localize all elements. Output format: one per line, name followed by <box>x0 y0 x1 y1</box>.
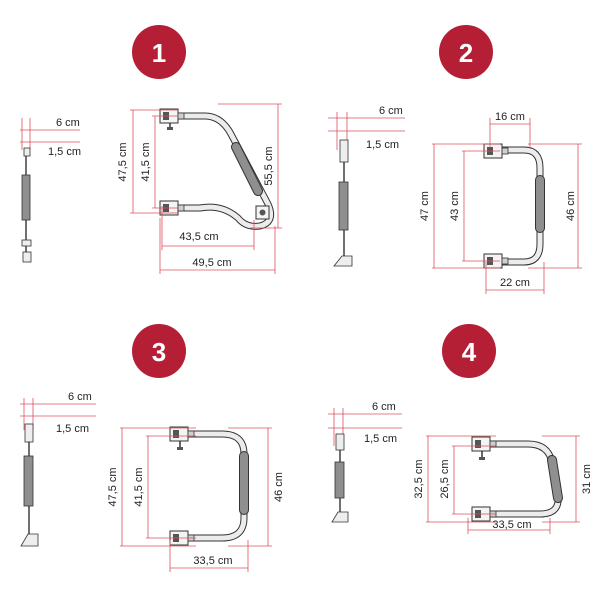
badge-number: 1 <box>152 38 166 68</box>
side-width-label: 6 cm <box>56 117 80 129</box>
badge-3: 3 <box>132 324 186 378</box>
badge-number: 3 <box>152 337 166 367</box>
width-outer-label: 49,5 cm <box>192 257 231 269</box>
badge-4: 4 <box>442 324 496 378</box>
width-inner-label: 43,5 cm <box>179 231 218 243</box>
side-view-2: 6 cm 1,5 cm <box>328 105 405 267</box>
side-width-label: 6 cm <box>372 401 396 413</box>
width-bottom-label: 33,5 cm <box>492 519 531 531</box>
badge-2: 2 <box>439 25 493 79</box>
height-right-label: 46 cm <box>273 472 285 502</box>
height-right-label: 31 cm <box>581 464 593 494</box>
side-offset-label: 1,5 cm <box>56 423 89 435</box>
height-outer-label: 47 cm <box>419 191 431 221</box>
side-offset-label: 1,5 cm <box>366 139 399 151</box>
height-outer-label: 47,5 cm <box>107 467 119 506</box>
side-offset-label: 1,5 cm <box>48 146 81 158</box>
height-inner-label: 41,5 cm <box>140 142 152 181</box>
side-offset-label: 1,5 cm <box>364 433 397 445</box>
width-bottom-label: 22 cm <box>500 277 530 289</box>
height-inner-label: 26,5 cm <box>439 459 451 498</box>
panel-3: 3 6 cm 1,5 cm <box>20 324 285 572</box>
side-view-3: 6 cm 1,5 cm <box>20 391 96 547</box>
side-width-label: 6 cm <box>68 391 92 403</box>
badge-circle <box>132 25 186 79</box>
panel-2: 2 6 cm 1,5 cm <box>328 25 582 294</box>
width-top-label: 16 cm <box>495 111 525 123</box>
height-outer-label: 47,5 cm <box>117 142 129 181</box>
badge-circle <box>439 25 493 79</box>
badge-number: 2 <box>459 38 473 68</box>
height-inner-label: 41,5 cm <box>133 467 145 506</box>
badge-circle <box>442 324 496 378</box>
side-view-1: 6 cm 1,5 cm <box>20 117 81 263</box>
side-width-label: 6 cm <box>379 105 403 117</box>
badge-circle <box>132 324 186 378</box>
side-view-4: 6 cm 1,5 cm <box>328 401 402 523</box>
height-inner-label: 43 cm <box>449 191 461 221</box>
width-bottom-label: 33,5 cm <box>193 555 232 567</box>
panel-4: 4 6 cm 1,5 cm <box>328 324 593 534</box>
height-right-label: 46 cm <box>565 191 577 221</box>
badge-1: 1 <box>132 25 186 79</box>
front-view-3: 47,5 cm 41,5 cm 46 cm 33,5 cm <box>107 426 285 572</box>
front-view-2: 16 cm 47 cm 43 cm 46 cm 22 cm <box>419 111 582 294</box>
front-view-4: 32,5 cm 26,5 cm 31 cm 33,5 cm <box>413 435 593 534</box>
badge-number: 4 <box>462 337 477 367</box>
front-view-1: 47,5 cm 41,5 cm 55,5 cm 43,5 cm 49,5 cm <box>117 103 282 274</box>
panel-1: 1 6 cm 1,5 cm <box>20 25 282 274</box>
height-outer-label: 32,5 cm <box>413 459 425 498</box>
height-right-label: 55,5 cm <box>263 146 275 185</box>
